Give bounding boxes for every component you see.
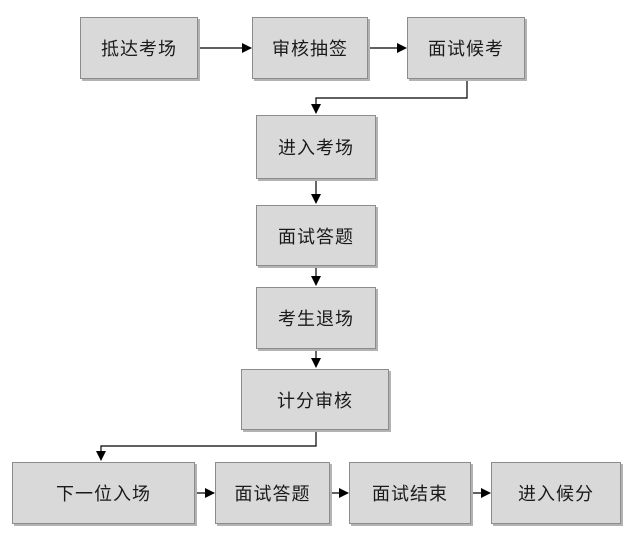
arrow-score-to-next: [96, 430, 317, 461]
node-wait-score: 进入候分: [491, 462, 621, 524]
node-answer2: 面试答题: [215, 462, 330, 524]
node-arrive: 抵达考场: [80, 17, 198, 79]
node-end: 面试结束: [349, 462, 471, 524]
node-next: 下一位入场: [12, 462, 195, 524]
node-score-review: 计分审核: [241, 369, 389, 430]
node-exit: 考生退场: [256, 287, 376, 349]
node-review-draw: 审核抽签: [252, 17, 368, 79]
node-wait: 面试候考: [407, 17, 525, 79]
arrow-wait-to-enter: [311, 80, 468, 114]
node-answer1: 面试答题: [256, 205, 376, 266]
node-enter: 进入考场: [256, 115, 376, 179]
